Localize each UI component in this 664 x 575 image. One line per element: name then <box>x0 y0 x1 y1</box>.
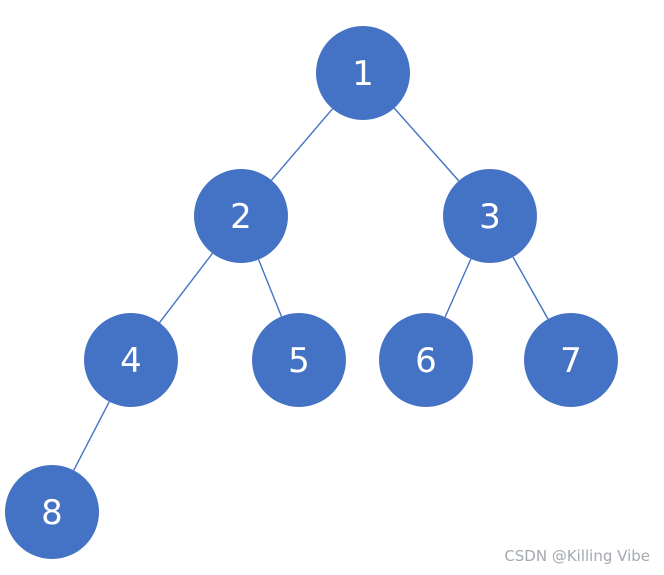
edge-2-4 <box>158 252 214 324</box>
edge-2-5 <box>257 259 283 317</box>
node-label-5: 5 <box>288 341 310 381</box>
node-circle-5 <box>252 313 346 407</box>
node-circle-1 <box>316 26 410 120</box>
node-label-2: 2 <box>230 197 252 237</box>
tree-node-2: 2 <box>194 169 288 263</box>
node-circle-7 <box>524 313 618 407</box>
node-circle-8 <box>5 465 99 559</box>
tree-edges <box>73 107 549 471</box>
tree-node-7: 7 <box>524 313 618 407</box>
edge-1-3 <box>393 107 460 182</box>
edge-1-2 <box>270 108 334 181</box>
tree-node-3: 3 <box>443 169 537 263</box>
tree-node-6: 6 <box>379 313 473 407</box>
watermark-text: CSDN @Killing Vibe <box>504 547 650 565</box>
node-label-1: 1 <box>352 54 374 94</box>
edge-3-7 <box>512 256 549 320</box>
tree-nodes: 1 2 3 4 5 6 7 8 <box>5 26 618 559</box>
tree-node-8: 8 <box>5 465 99 559</box>
node-circle-2 <box>194 169 288 263</box>
tree-node-5: 5 <box>252 313 346 407</box>
edge-4-8 <box>73 401 110 471</box>
node-circle-3 <box>443 169 537 263</box>
tree-node-4: 4 <box>84 313 178 407</box>
node-circle-6 <box>379 313 473 407</box>
node-label-4: 4 <box>120 341 142 381</box>
node-label-3: 3 <box>479 197 501 237</box>
edge-3-6 <box>444 258 472 318</box>
node-label-8: 8 <box>41 493 63 533</box>
tree-node-1: 1 <box>316 26 410 120</box>
node-label-7: 7 <box>560 341 582 381</box>
node-label-6: 6 <box>415 341 437 381</box>
node-circle-4 <box>84 313 178 407</box>
